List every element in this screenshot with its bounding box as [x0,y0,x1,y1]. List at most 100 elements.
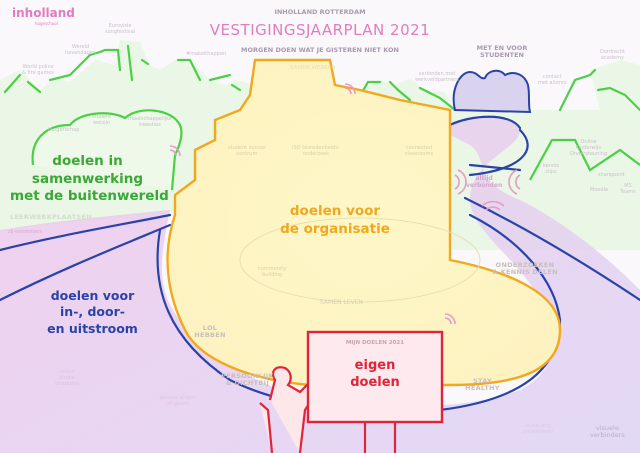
label-line: Online [580,139,597,145]
label-line: student [92,114,112,120]
label-moodle: Moodle [590,187,609,193]
label-line: verbonden [466,181,503,189]
label-line: Dordrecht [600,49,625,55]
caption-line: MET EN VOOR [476,44,528,52]
goal-line: de organisatie [280,220,390,237]
tree-cloud [31,109,183,191]
label-line: met alumni [538,79,567,86]
goal-line: en uitstroom [47,320,138,336]
board-stand [363,422,397,453]
label-makeithappen: #makeithappen [186,51,227,57]
samen-leven-ellipse [239,217,481,303]
logo-subtitle: hogeschool [35,21,58,26]
personal-caption: PERSOONLIJK& DICHTBIJ [210,372,285,388]
label-line: World police [22,64,54,70]
label-line: kwesties [139,121,161,128]
label-line: songfestival [105,28,136,35]
label-line: maatschappelijke [128,116,172,122]
label-line: verbinden met [418,71,456,77]
goal-line: in-, door- [60,304,125,320]
label-police: World police& fire games [22,64,55,77]
organisation-area [166,58,562,387]
label-line: Eurovisie [108,23,132,29]
caption-line: HEBBEN [194,331,226,340]
goal-flow: doelen voor in-, door- en uitstroom [45,288,140,337]
goal-external: doelen in samenwerking met de buitenwere… [10,153,169,206]
label-line: onderzoek [302,150,330,157]
label-line: academy [600,54,624,61]
person-presenting [259,366,320,453]
goal-line: doelen [350,374,400,390]
goal-line: met de buitenwereld [10,188,169,205]
caption-line: STUDENTEN [480,51,524,60]
label-line: visuele [595,424,619,432]
label-line: havendagen [65,49,97,56]
goal-line: doelen in [52,153,123,169]
label-line: MS [624,183,632,189]
skyline-outline-left [3,44,242,94]
own-goals-board [306,330,444,424]
org-name: INHOLLAND ROTTERDAM [274,8,366,16]
label-line: community [258,266,287,272]
caption-line: & DICHTBIJ [225,379,270,388]
goal-own: eigen doelen [308,358,442,392]
label-line: kennis [543,163,560,169]
skyline-outline-right [338,68,640,112]
label-line: welzijn [92,119,111,126]
research-caption: ONDERZOEKEN& KENNIS DELEN [480,261,570,277]
label-line: ontwikkelen [523,428,553,435]
label-line: of geven [167,400,190,407]
label-line: leven lang [524,423,552,429]
label-line: centrum [236,150,258,157]
label-line: online [59,369,75,375]
label-iso: ISO tevredenheids-onderzoek [292,145,340,158]
inholland-logo: inholland [12,6,75,20]
label-line: oriëntatie [55,380,80,387]
label-line: studie [59,374,75,381]
label-line: ISO tevredenheids- [292,145,340,151]
caption-line: PERSOONLIJK [221,372,274,380]
online-house [529,138,640,181]
label-line: verbinders [590,431,625,440]
goal-organisation: doelen voor de organisatie [270,203,400,238]
label-line: & fire games [22,69,55,76]
workplaces-caption: LEERWERKPLAATSEN [10,213,92,221]
working-caption: SAMEN WERKEN [290,65,336,71]
label-line: Teams [620,188,636,195]
label-citizenship: burgerschap [48,127,80,133]
living-caption: SAMEN LEVEN [320,299,363,306]
label-line: contact [542,74,562,80]
board-title: MIJN DOELEN 2021 [345,340,405,346]
label-line: Onderwijs [576,144,601,151]
students-group [452,69,532,114]
goal-line: doelen voor [289,203,381,219]
caption-line: LOL [202,324,218,332]
goal-line: doelen voor [50,288,135,303]
label-line: connected [405,145,433,151]
caption-line: ONDERZOEKEN [495,261,555,269]
label-side-entrants: zij-instromers [8,229,42,235]
goal-line: samenwerking [31,170,144,187]
label-sharepoint: sharepoint [598,172,625,178]
goal-line: eigen [354,358,396,373]
page-title: VESTIGINGSJAARPLAN 2021 [209,21,431,39]
caption-line: HEALTHY [465,384,500,393]
label-line: building [262,271,283,278]
